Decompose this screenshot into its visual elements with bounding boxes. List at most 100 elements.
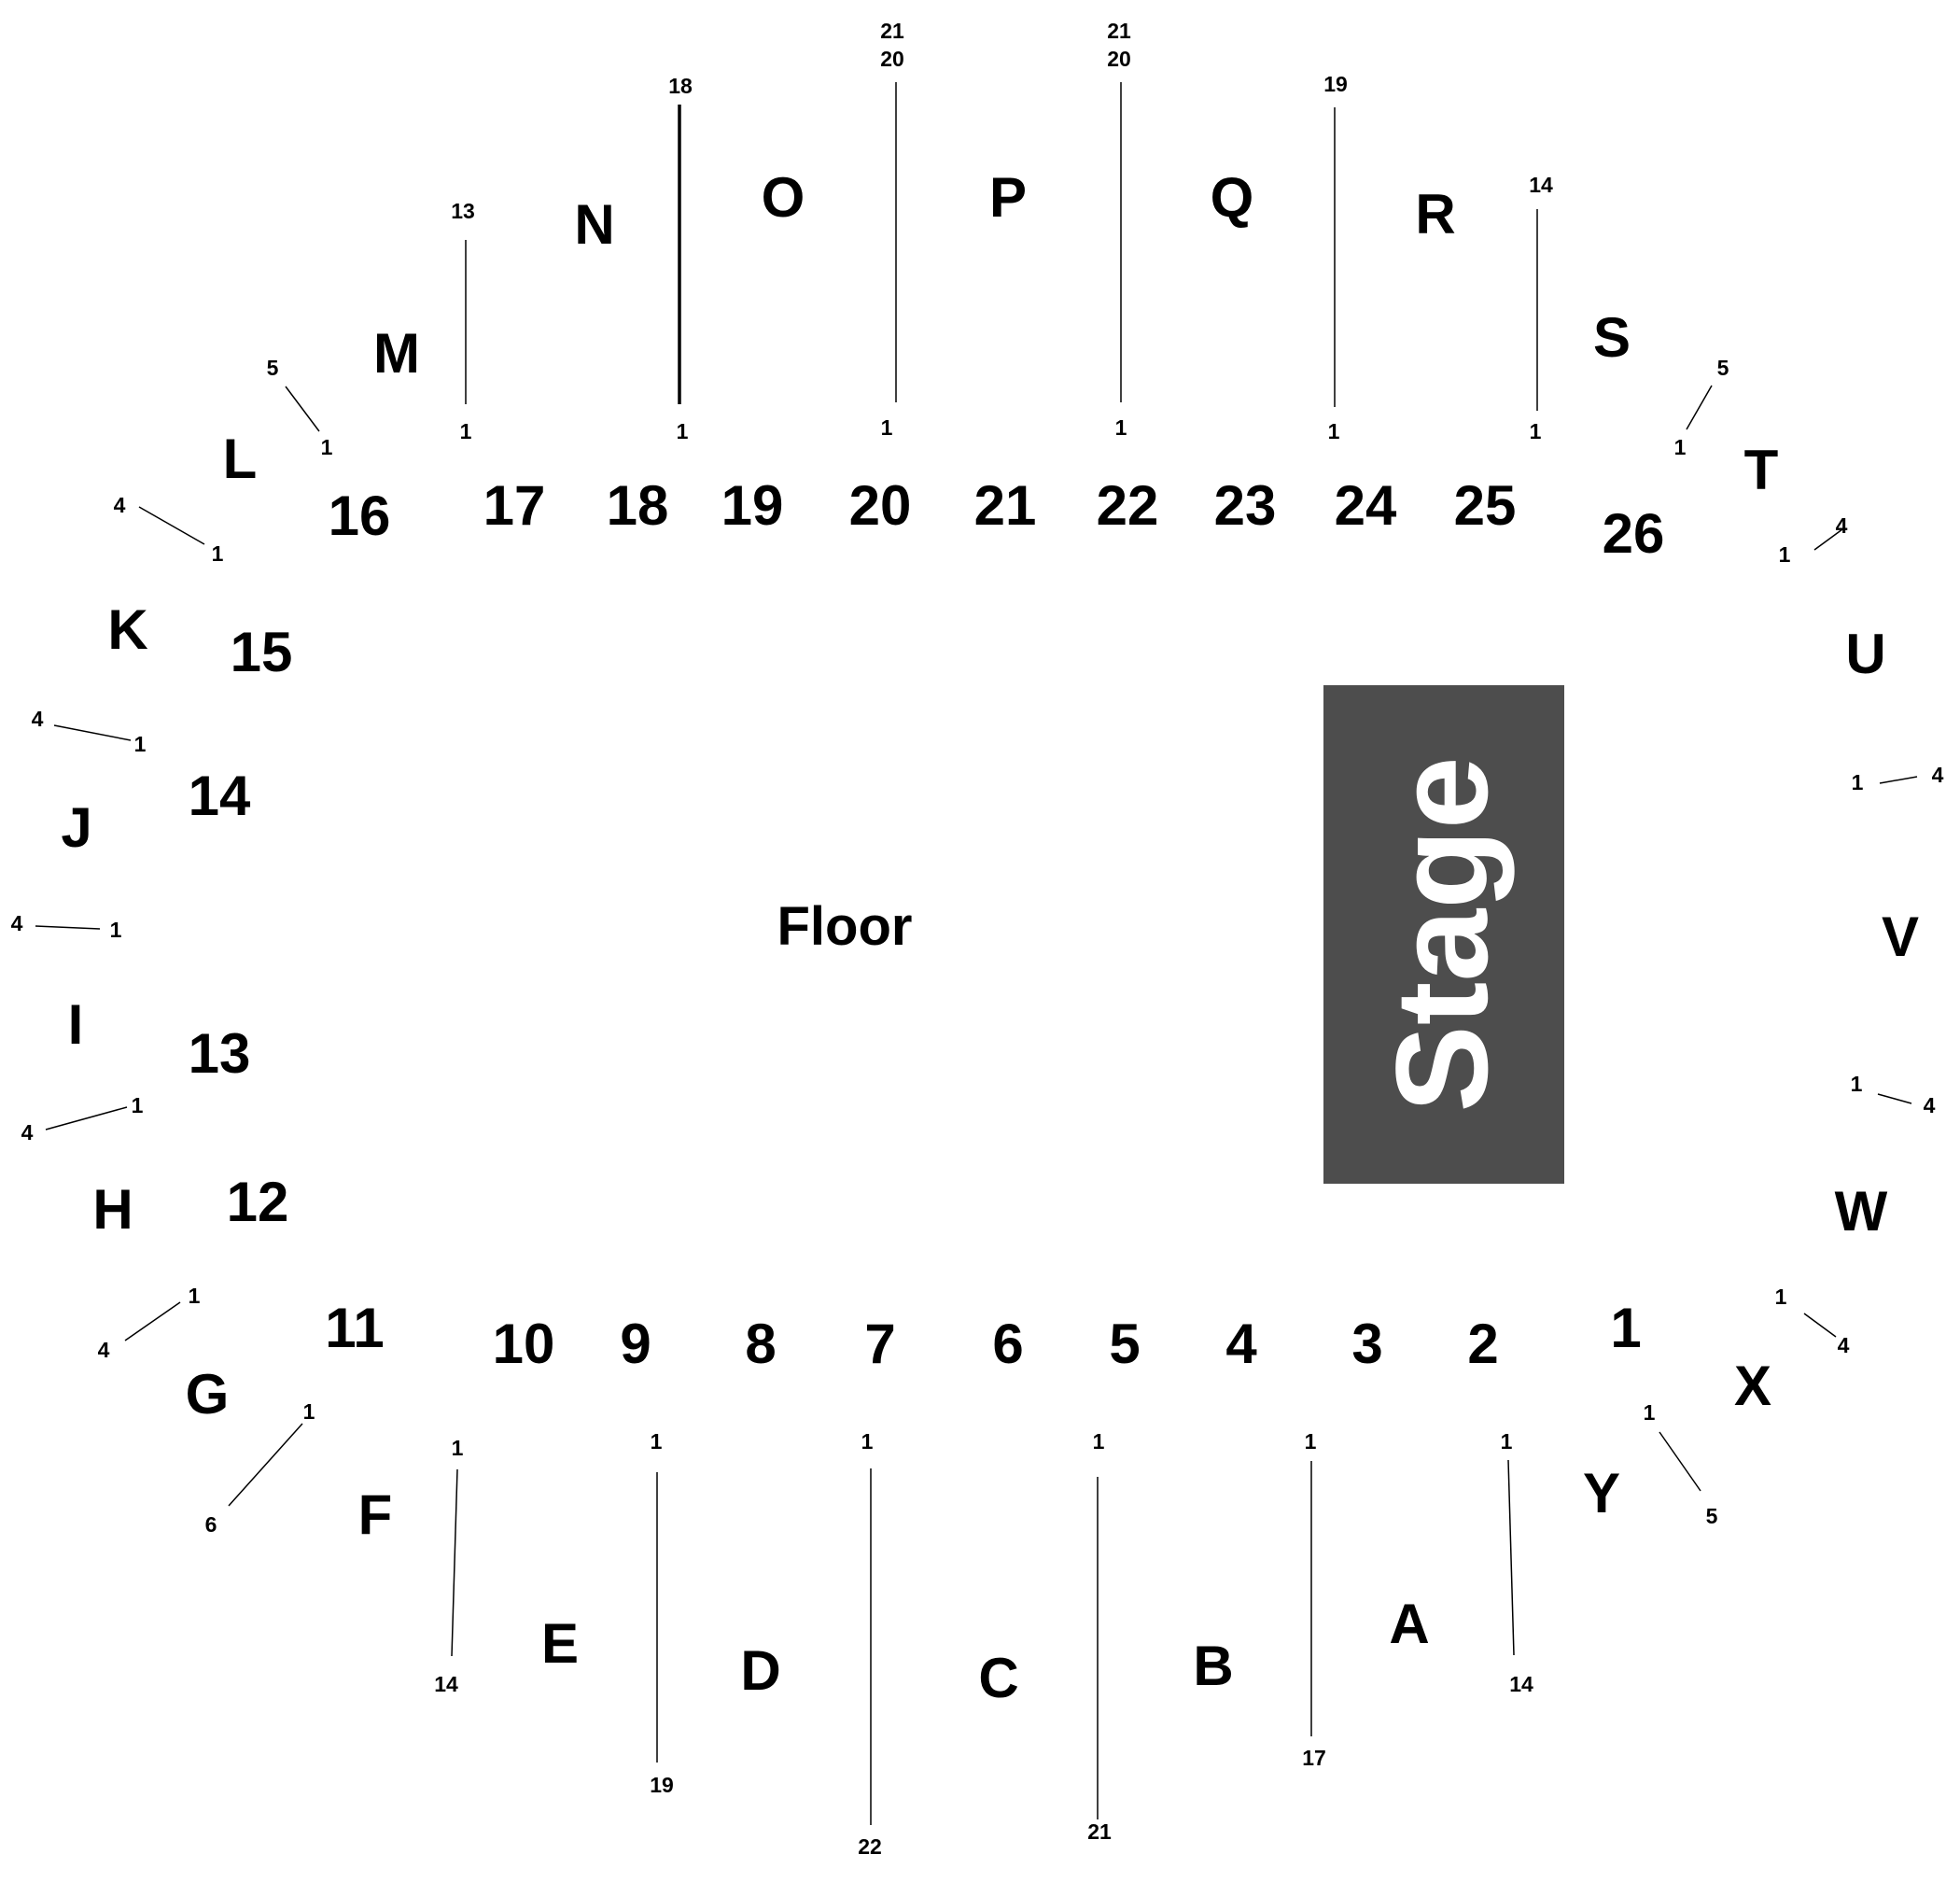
- divider-y-a: [1507, 1459, 1515, 1656]
- stage-label: Stage: [1368, 756, 1515, 1112]
- row-marker: 5: [267, 356, 279, 380]
- row-marker: 1: [460, 419, 472, 443]
- section-y[interactable]: Y: [1583, 1462, 1620, 1524]
- section-13[interactable]: 13: [189, 1022, 251, 1085]
- section-20[interactable]: 20: [849, 474, 912, 537]
- upper-sections: A B C D E F G H I J K L M N O P Q R S T …: [61, 166, 1919, 1709]
- section-b[interactable]: B: [1193, 1635, 1233, 1697]
- section-18[interactable]: 18: [607, 474, 669, 537]
- row-marker: 1: [881, 415, 893, 440]
- section-x[interactable]: X: [1734, 1355, 1771, 1417]
- section-o[interactable]: O: [762, 166, 805, 229]
- row-divider-lines: [35, 82, 1918, 1825]
- divider-h-i: [45, 1106, 128, 1131]
- section-d[interactable]: D: [740, 1639, 780, 1702]
- section-1[interactable]: 1: [1610, 1297, 1641, 1359]
- section-24[interactable]: 24: [1335, 474, 1397, 537]
- section-e[interactable]: E: [541, 1612, 579, 1675]
- row-marker: 4: [32, 707, 44, 731]
- row-marker: 1: [677, 419, 689, 443]
- divider-x-y: [1659, 1431, 1701, 1492]
- row-marker: 1: [1530, 419, 1542, 443]
- section-l[interactable]: L: [223, 428, 258, 490]
- stage[interactable]: Stage: [1323, 685, 1564, 1184]
- section-16[interactable]: 16: [329, 485, 391, 547]
- section-15[interactable]: 15: [231, 621, 293, 683]
- section-8[interactable]: 8: [745, 1313, 776, 1375]
- row-marker: 4: [98, 1338, 110, 1362]
- section-14[interactable]: 14: [189, 765, 251, 827]
- row-marker: 21: [880, 19, 904, 43]
- section-n[interactable]: N: [574, 193, 614, 256]
- section-9[interactable]: 9: [620, 1313, 651, 1375]
- section-3[interactable]: 3: [1351, 1313, 1382, 1375]
- section-s[interactable]: S: [1593, 306, 1631, 369]
- section-j[interactable]: J: [61, 796, 91, 859]
- floor-label[interactable]: Floor: [777, 896, 913, 957]
- row-marker: 1: [1779, 542, 1791, 567]
- section-p[interactable]: P: [989, 166, 1027, 229]
- stage-block[interactable]: [1323, 685, 1564, 1184]
- divider-j-k: [53, 724, 132, 741]
- section-4[interactable]: 4: [1225, 1313, 1257, 1375]
- section-6[interactable]: 6: [992, 1313, 1023, 1375]
- section-w[interactable]: W: [1835, 1180, 1888, 1243]
- row-marker: 1: [1852, 770, 1864, 794]
- row-marker: 5: [1717, 356, 1729, 380]
- row-marker: 4: [1838, 1333, 1850, 1357]
- section-i[interactable]: I: [68, 993, 84, 1056]
- section-f[interactable]: F: [358, 1483, 393, 1546]
- section-21[interactable]: 21: [974, 474, 1037, 537]
- section-7[interactable]: 7: [864, 1313, 895, 1375]
- row-marker: 13: [451, 199, 475, 223]
- section-r[interactable]: R: [1415, 183, 1455, 246]
- row-marker: 6: [205, 1512, 217, 1537]
- section-v[interactable]: V: [1882, 906, 1919, 968]
- section-11[interactable]: 11: [325, 1297, 384, 1359]
- row-marker: 1: [1305, 1429, 1317, 1454]
- divider-t-u: [1813, 528, 1843, 551]
- row-marker: 1: [212, 541, 224, 566]
- row-marker: 1: [1115, 415, 1127, 440]
- section-t[interactable]: T: [1744, 439, 1779, 501]
- row-marker: 20: [1107, 47, 1131, 71]
- row-marker: 21: [1087, 1819, 1112, 1844]
- section-10[interactable]: 10: [493, 1313, 555, 1375]
- section-k[interactable]: K: [107, 598, 147, 661]
- lower-sections: 1 2 3 4 5 6 7 8 9 10 11 12 13 14 15 16 1…: [189, 474, 1665, 1375]
- row-marker: 1: [1851, 1072, 1863, 1096]
- row-marker: 4: [1932, 763, 1944, 787]
- divider-g-h: [124, 1301, 181, 1341]
- row-marker: 22: [858, 1834, 882, 1859]
- row-marker: 14: [1509, 1672, 1533, 1696]
- section-2[interactable]: 2: [1467, 1313, 1498, 1375]
- section-a[interactable]: A: [1389, 1593, 1429, 1655]
- row-marker: 1: [303, 1399, 315, 1424]
- section-u[interactable]: U: [1845, 623, 1885, 685]
- section-h[interactable]: H: [92, 1178, 133, 1241]
- row-marker: 18: [668, 74, 693, 98]
- section-12[interactable]: 12: [227, 1171, 289, 1233]
- section-19[interactable]: 19: [721, 474, 784, 537]
- row-marker: 4: [114, 493, 126, 517]
- section-25[interactable]: 25: [1454, 474, 1517, 537]
- divider-v-w: [1877, 1093, 1912, 1104]
- section-m[interactable]: M: [373, 322, 420, 385]
- row-markers: 5 1 13 1 18 1 21 20 1 21 20 1 19 1 14 1 …: [11, 19, 1944, 1859]
- section-26[interactable]: 26: [1603, 502, 1665, 565]
- section-g[interactable]: G: [186, 1363, 230, 1426]
- section-5[interactable]: 5: [1109, 1313, 1140, 1375]
- row-marker: 14: [434, 1672, 458, 1696]
- section-22[interactable]: 22: [1097, 474, 1159, 537]
- row-marker: 4: [11, 911, 23, 935]
- row-marker: 1: [134, 732, 147, 756]
- row-marker: 1: [861, 1429, 874, 1454]
- divider-i-j: [35, 925, 101, 930]
- divider-k-l: [138, 506, 205, 545]
- section-c[interactable]: C: [978, 1647, 1018, 1709]
- row-marker: 1: [189, 1284, 201, 1308]
- section-17[interactable]: 17: [483, 474, 546, 537]
- section-23[interactable]: 23: [1214, 474, 1277, 537]
- section-q[interactable]: Q: [1211, 166, 1254, 229]
